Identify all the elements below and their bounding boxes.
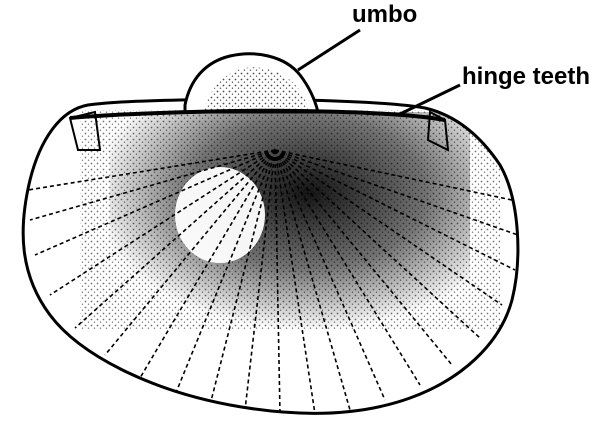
hinge-teeth-label: hinge teeth — [462, 63, 590, 90]
umbo-leader-line — [298, 30, 360, 70]
muscle-scar — [175, 167, 265, 263]
interior-stipple — [80, 110, 500, 330]
umbo-label: umbo — [352, 1, 417, 28]
